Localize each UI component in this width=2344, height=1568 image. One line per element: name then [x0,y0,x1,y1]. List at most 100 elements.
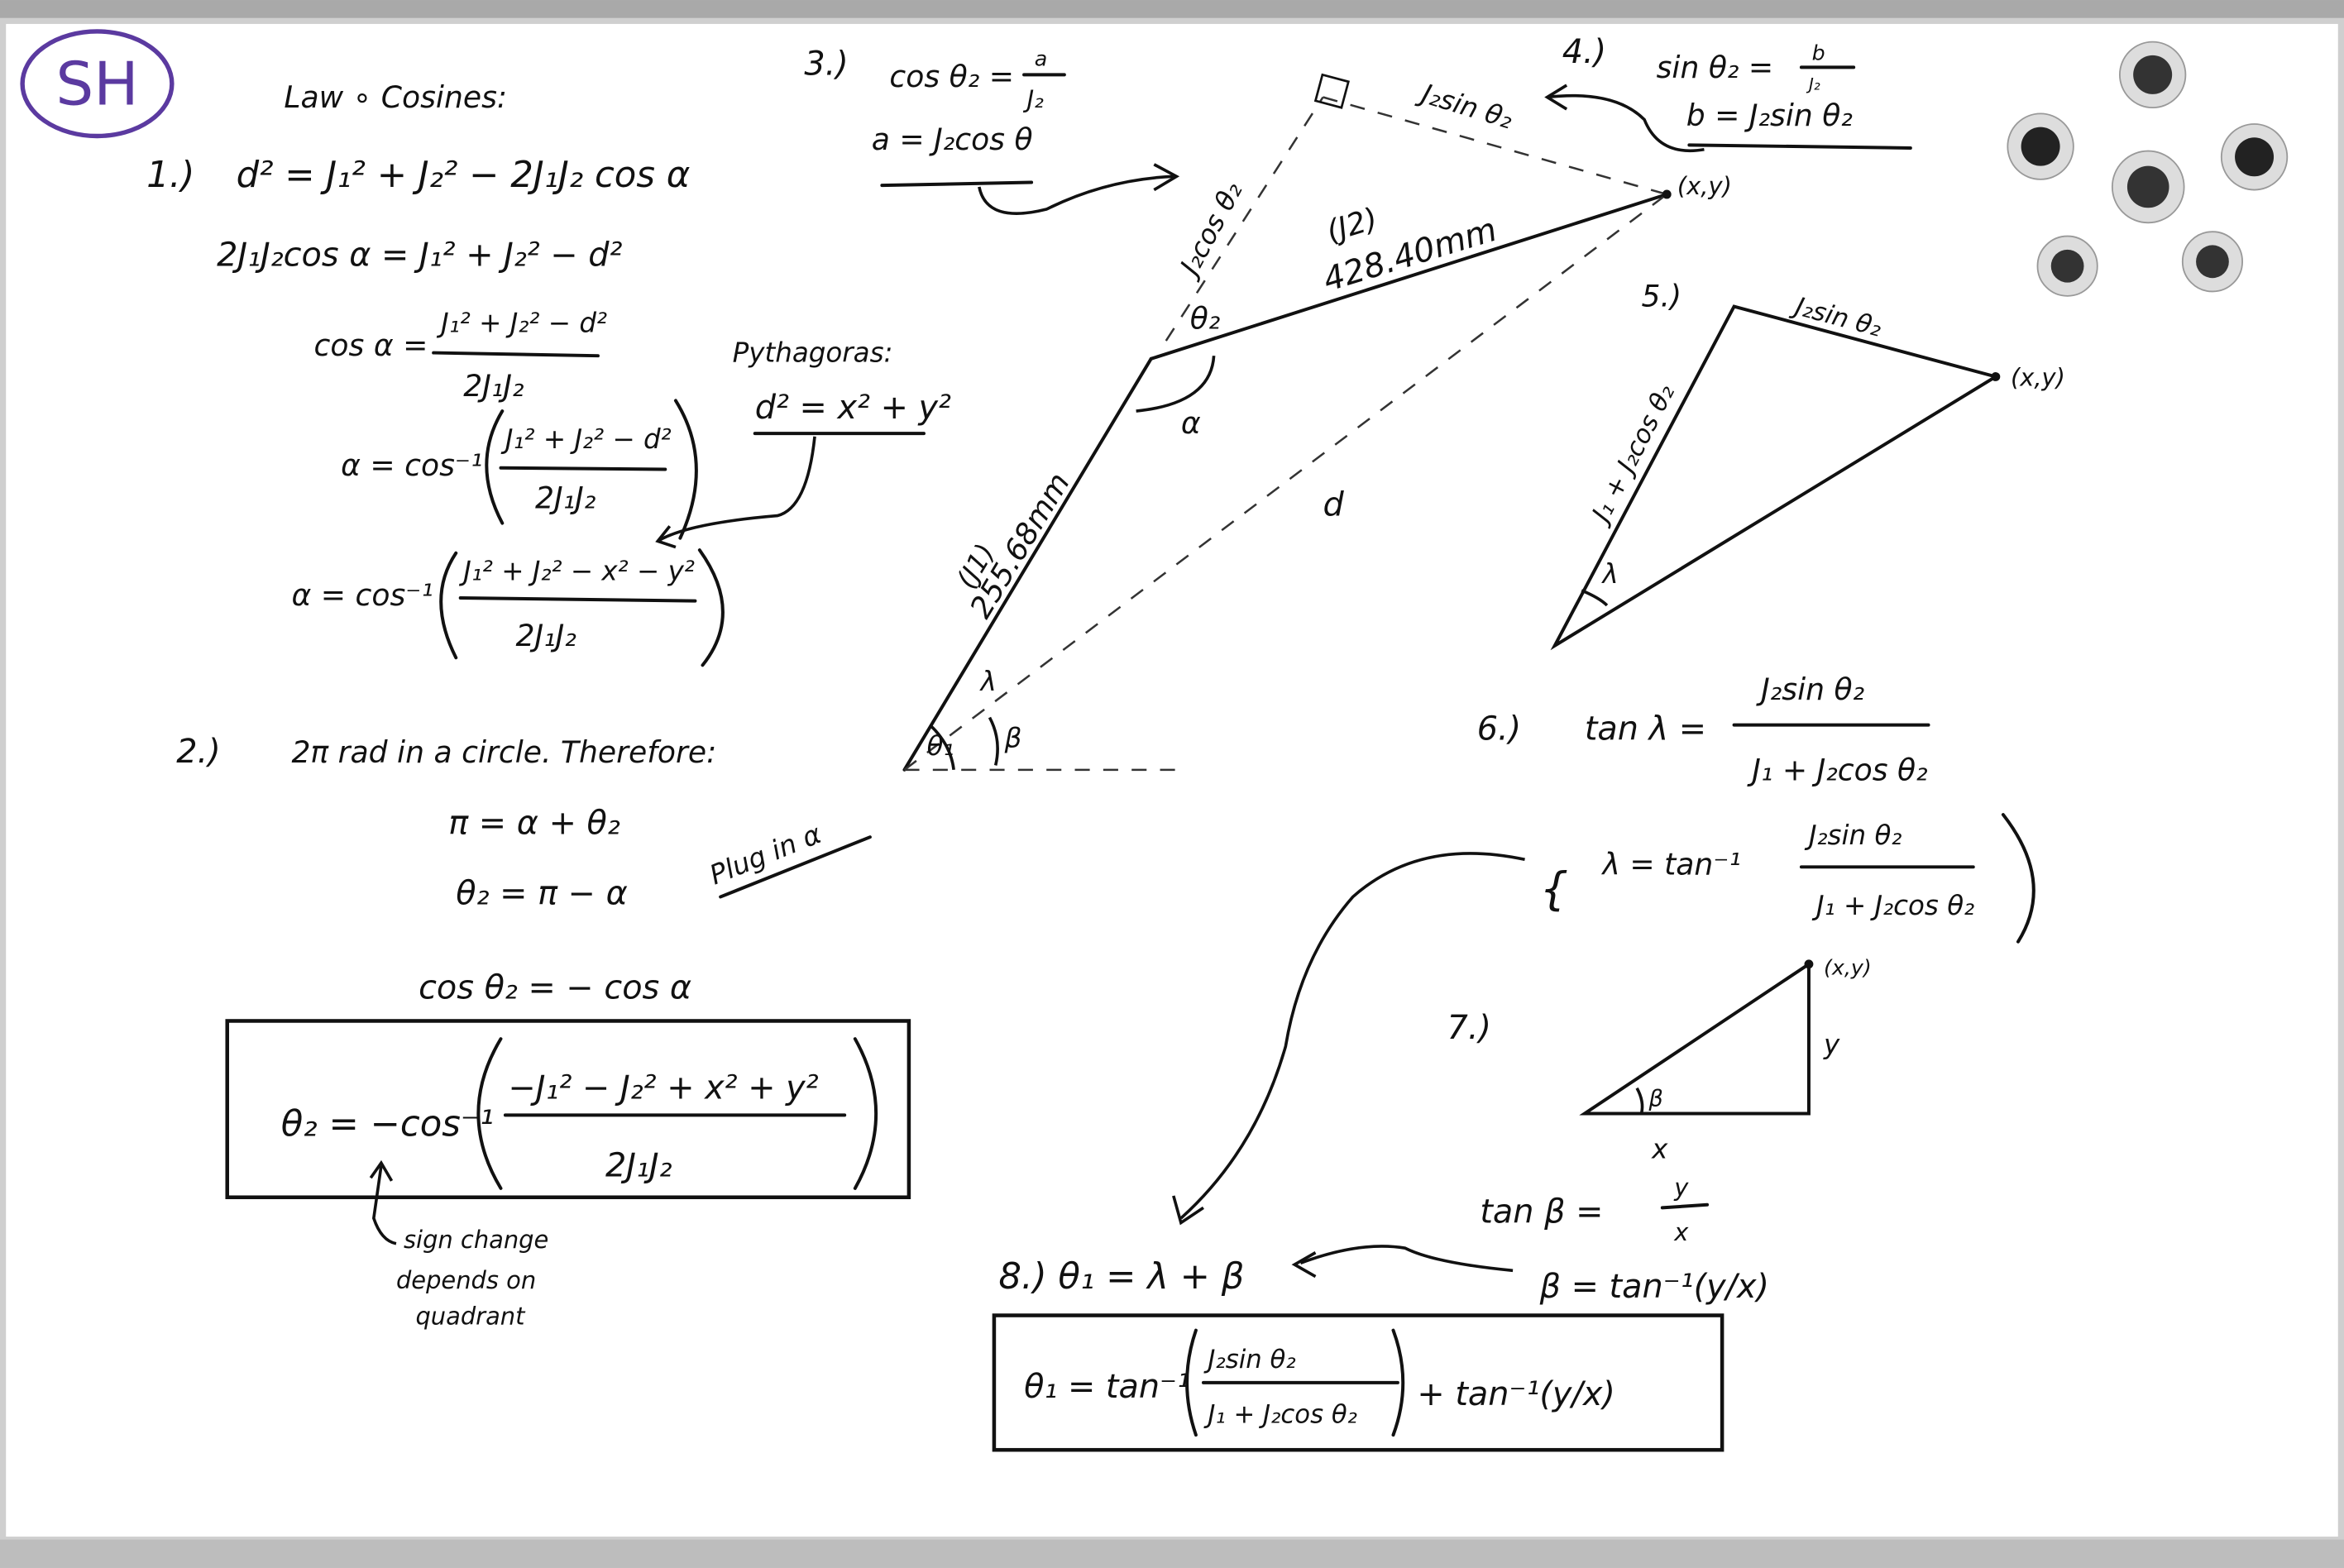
magnet-icon [2111,150,2185,224]
link-j1 [902,356,1153,772]
pythagoras-title: Pythagoras: [733,337,893,368]
arrow-icon [1179,852,1525,1220]
distance-d [903,193,1668,771]
initials-text: SH [55,50,138,120]
magnet-icon [2036,235,2098,297]
equation-lhs: λ = tan⁻¹ [1601,846,1741,882]
step-number: 5.) [1642,279,1682,314]
d-label: d [1323,486,1345,524]
fraction-numerator: J₁² + J₂² − d² [436,307,607,338]
equation: β = tan⁻¹(y/x) [1539,1268,1769,1306]
endpoint-label: (x,y) [2011,363,2065,391]
step-6: 6.) tan λ = J₂sin θ₂ J₁ + J₂cos θ₂ { λ =… [1172,672,2035,1226]
arrow-icon [1299,1245,1514,1273]
endpoint-label: (x,y) [1824,955,1872,979]
arrow-icon [371,1165,397,1245]
board-surface [6,23,2338,1537]
equation-lhs: α = cos⁻¹ [291,577,433,613]
equation: 8.) θ₁ = λ + β [998,1256,1244,1298]
sign-note: sign change [404,1226,548,1254]
step-number: 3.) [804,45,848,83]
equation-lhs: tan β = [1480,1193,1603,1231]
magnet-icon [2007,112,2074,180]
fraction-denominator: J₁ + J₂cos θ₂ [1747,752,1927,787]
step-number: 7.) [1447,1009,1491,1047]
magnet-icon [2220,123,2289,191]
step-number: 4.) [1562,33,1606,71]
step-1-law-of-cosines: Law ∘ Cosines: 1.) d² = J₁² + J₂² − 2J₁J… [146,79,725,667]
fraction-numerator: J₂sin θ₂ [1804,820,1902,851]
step-2: 2.) 2π rad in a circle. Therefore: π = α… [176,733,911,1330]
boxed-lhs: θ₁ = tan⁻¹ [1024,1368,1190,1406]
y-label: y [1823,1029,1840,1060]
fraction-numerator: J₁² + J₂² − x² − y² [458,555,695,586]
boxed-lhs: θ₂ = −cos⁻¹ [281,1104,494,1145]
magnet-icon [2118,41,2187,109]
fraction-denominator: J₁ + J₂cos θ₂ [1203,1400,1357,1430]
equation-lhs: cos α = [314,327,428,363]
step-7: 7.) (x,y) y x β tan β = y x β = tan⁻¹(y/… [1291,955,1872,1306]
equation-lhs: α = cos⁻¹ [341,447,482,483]
projection-sin [1323,96,1667,196]
fraction-denominator: J₁ + J₂cos θ₂ [1811,890,1974,921]
step-8: 8.) θ₁ = λ + β θ₁ = tan⁻¹ J₂sin θ₂ J₁ + … [992,1256,1725,1452]
step-number: 2.) [176,733,220,771]
sign-note: quadrant [415,1302,526,1330]
fraction-denominator: J₂ [1023,85,1045,113]
magnets [2007,41,2289,297]
equation-lhs: sin θ₂ = [1657,50,1774,85]
endpoint-label: (x,y) [1677,172,1732,200]
step-3: 3.) cos θ₂ = a J₂ a = J₂cos θ [804,45,1180,216]
pythagoras-equation: d² = x² + y² [755,389,951,427]
arrow-icon [657,436,816,543]
brace-icon: { [1540,863,1569,915]
theta1-label: θ₁ [927,730,954,762]
step-2-text: 2π rad in a circle. Therefore: [291,734,716,770]
initials-badge: SH [20,29,175,139]
fraction-numerator: J₁² + J₂² − d² [500,423,672,455]
equation: π = α + θ₂ [448,805,620,843]
x-label: x [1651,1134,1668,1165]
projection-cos [1165,96,1324,342]
equation: a = J₂cos θ [872,122,1033,157]
step-number: 1.) [146,155,194,196]
alpha-arc [1136,356,1216,413]
fraction-denominator: 2J₁J₂ [463,368,524,404]
equation: d² = J₁² + J₂² − 2J₁J₂ cos α [237,155,691,196]
fraction-denominator: J₂ [1806,74,1820,93]
equation-lhs: cos θ₂ = [889,59,1014,94]
endpoint-dot [1662,189,1672,199]
frame-bottom [0,1539,2344,1568]
arrow-icon [978,174,1174,216]
alpha-label: α [1181,405,1201,441]
equation: b = J₂sin θ₂ [1686,98,1853,133]
fraction-numerator: J₂sin θ₂ [1756,672,1864,707]
fraction-numerator: y [1673,1174,1689,1202]
frame-top [0,0,2344,18]
lambda-label: λ [979,666,997,697]
step-number: 6.) [1477,710,1521,748]
fraction-numerator: b [1812,41,1825,65]
law-of-cosines-title: Law ∘ Cosines: [284,79,507,115]
pythagoras-note: Pythagoras: d² = x² + y² [655,337,951,549]
fraction-denominator: 2J₁J₂ [516,618,576,653]
beta-label: β [1004,723,1022,754]
fraction-numerator: −J₁² − J₂² + x² + y² [509,1068,819,1107]
sign-note: depends on [396,1266,536,1294]
fraction-numerator: J₂sin θ₂ [1203,1345,1295,1374]
fraction-denominator: 2J₁J₂ [535,480,596,516]
equation: 2J₁J₂cos α = J₁² + J₂² − d² [217,237,622,275]
equation: cos θ₂ = − cos α [419,968,691,1006]
lambda-label: λ [1601,558,1619,590]
arrow-icon [1547,93,1705,153]
right-angle-icon [1313,73,1350,109]
fraction-denominator: x [1673,1218,1689,1246]
equation-lhs: tan λ = [1585,710,1706,748]
link-j2 [1149,192,1669,361]
boxed-rhs: + tan⁻¹(y/x) [1417,1375,1614,1413]
equation: θ₂ = π − α [456,874,628,912]
beta-label: β [1648,1086,1663,1111]
triangle [1579,961,1811,1116]
theta2-label: θ₂ [1190,301,1221,337]
